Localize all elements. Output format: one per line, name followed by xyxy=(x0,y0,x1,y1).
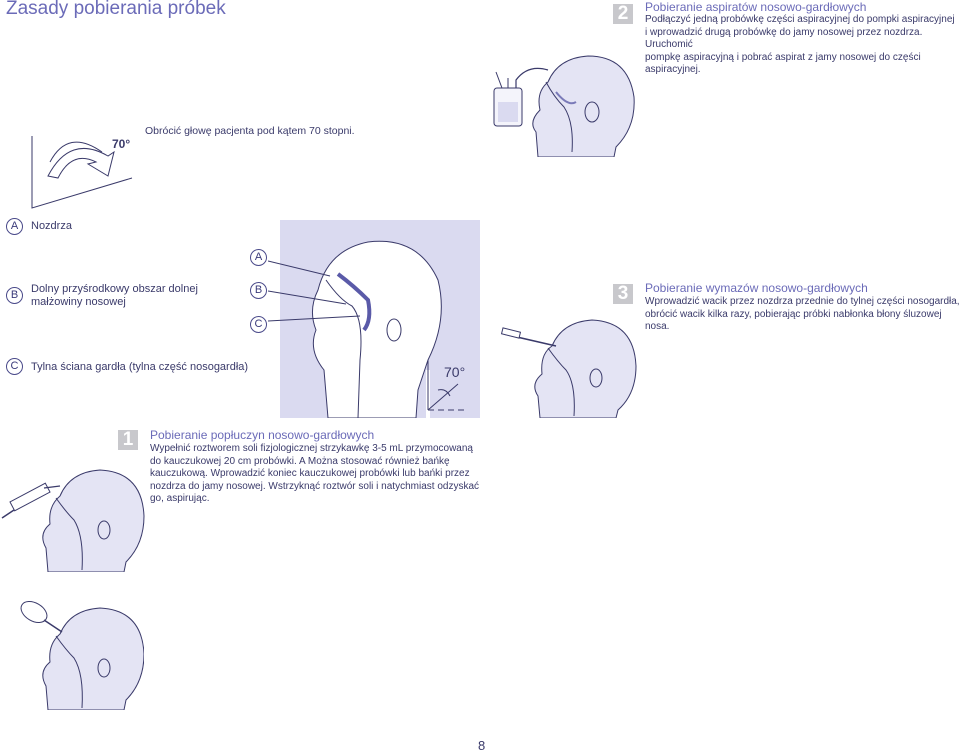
step-3-text: Wprowadzić wacik przez nozdrza przednie … xyxy=(645,296,960,332)
page-title: Zasady pobierania próbek xyxy=(6,0,226,19)
step-1-text: Wypełnić roztworem soli fizjologicznej s… xyxy=(150,443,480,504)
diagram-letter-b: B xyxy=(250,282,267,299)
page-number: 8 xyxy=(478,738,486,753)
aspiration-illustration xyxy=(493,55,635,157)
nasopharynx-cross-section-diagram xyxy=(268,220,480,418)
legend-letter-a: A xyxy=(6,218,23,235)
rotation-angle-diagram xyxy=(31,136,133,209)
rubber-bulb-illustration xyxy=(20,601,144,710)
angle-label-small: 70° xyxy=(112,137,131,151)
rotate-instruction: Obrócić głowę pacjenta pod kątem 70 stop… xyxy=(145,125,355,137)
swab-illustration xyxy=(500,319,637,418)
legend-text-a: Nozdrza xyxy=(31,220,72,232)
diagram-letter-a: A xyxy=(250,249,267,266)
angle-label-large: 70° xyxy=(444,364,466,380)
step-2-text: Podłączyć jedną probówkę części aspiracy… xyxy=(645,14,955,75)
step-2-number: 2 xyxy=(613,4,633,24)
diagram-letter-c: C xyxy=(250,316,267,333)
legend-letter-c: C xyxy=(6,358,23,375)
step-3-title: Pobieranie wymazów nosowo-gardłowych xyxy=(645,281,868,295)
legend-letter-b: B xyxy=(6,287,23,304)
step-1-number: 1 xyxy=(118,430,138,450)
syringe-illustration xyxy=(1,469,145,572)
step-1-title: Pobieranie popłuczyn nosowo-gardłowych xyxy=(150,428,375,442)
legend-text-c: Tylna ściana gardła (tylna część nosogar… xyxy=(31,361,249,373)
step-2-title: Pobieranie aspiratów nosowo-gardłowych xyxy=(645,0,867,14)
step-3-number: 3 xyxy=(613,284,633,304)
